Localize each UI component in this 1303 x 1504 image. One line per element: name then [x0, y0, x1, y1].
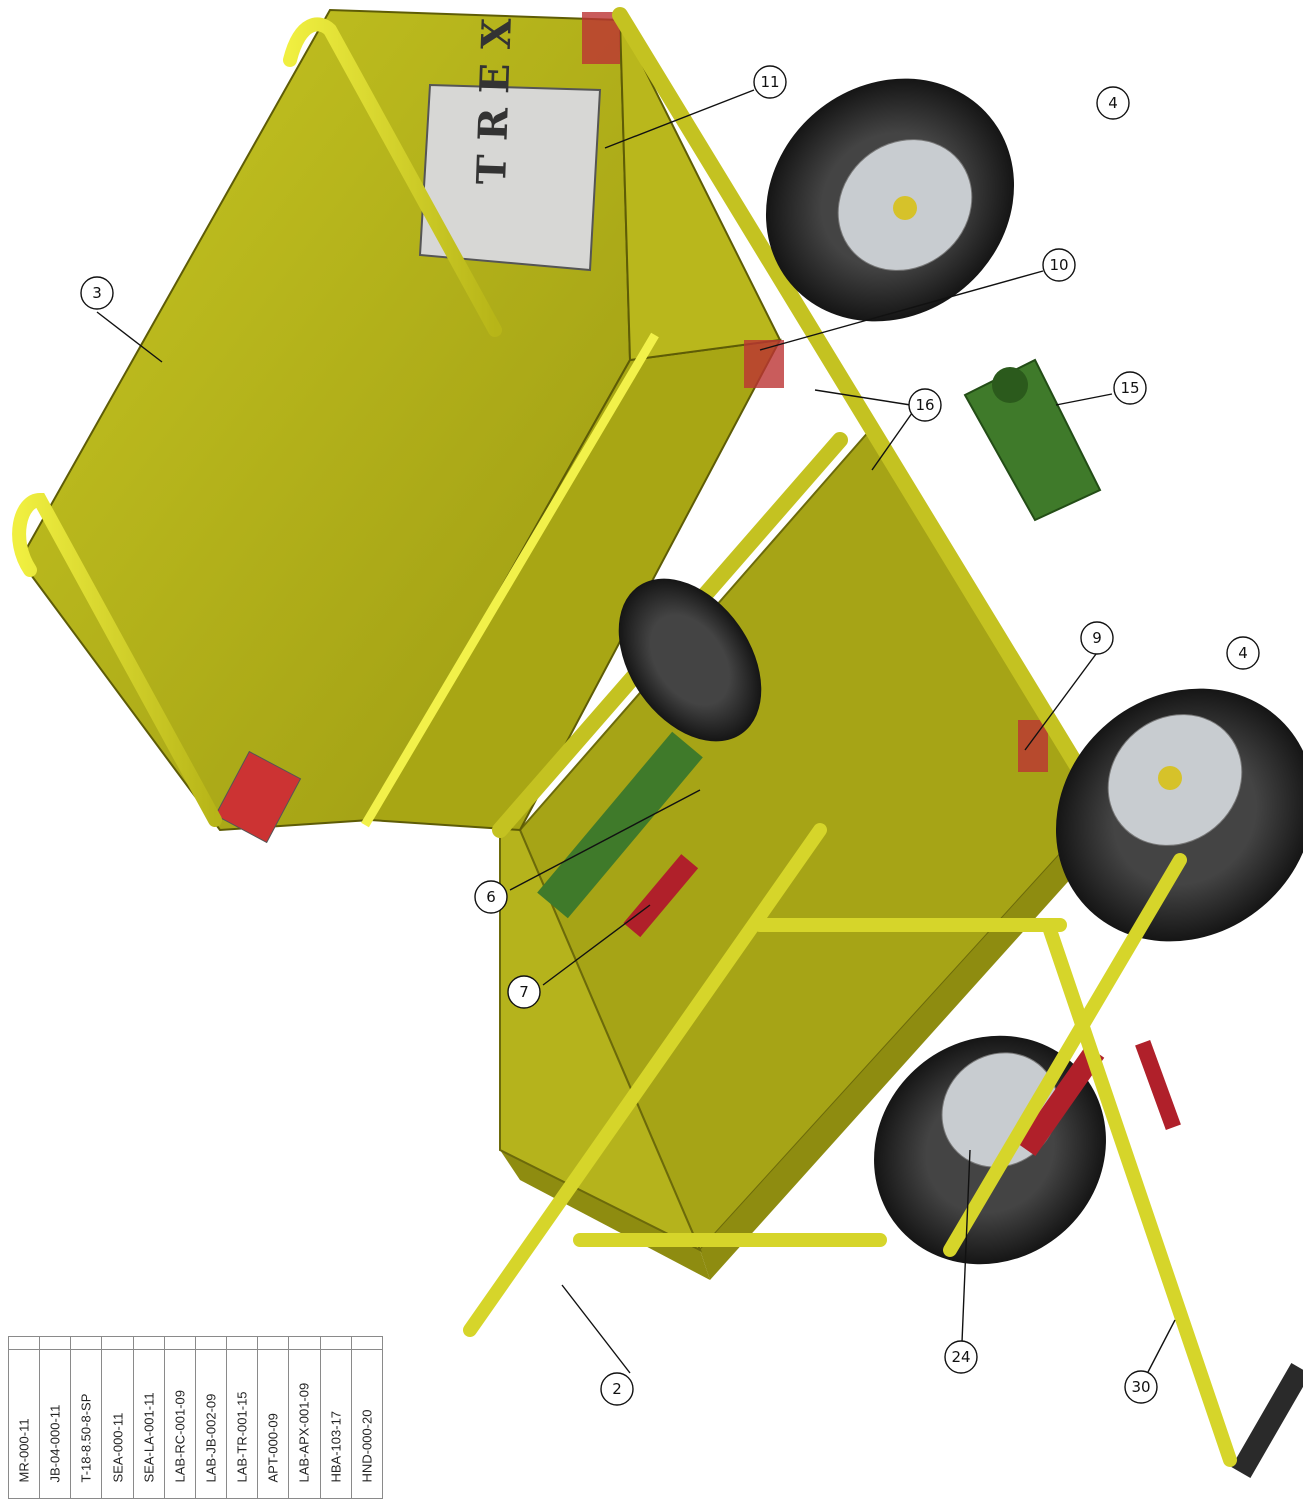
- svg-text:T R E X: T R E X: [468, 17, 521, 185]
- callout-label: 3: [92, 284, 102, 302]
- callout-bubble: 11: [753, 65, 787, 99]
- callout-bubble: 10: [1042, 248, 1076, 282]
- part-number: T-18-8.50-8-SP: [78, 1393, 94, 1483]
- part-number: HND-000-20: [359, 1409, 375, 1483]
- wheel-right-bottom: [1055, 688, 1303, 942]
- callout-label: 16: [915, 396, 934, 414]
- callout-bubble: 30: [1124, 1370, 1158, 1404]
- part-number-table: MR-000-11 JB-04-000-11 T-18-8.50-8-SP SE…: [7, 1336, 384, 1499]
- part-cell: T-18-8.50-8-SP: [70, 1349, 103, 1499]
- callout-label: 9: [1092, 629, 1102, 647]
- callout-label: 4: [1238, 644, 1248, 662]
- callout-label: 30: [1131, 1378, 1150, 1396]
- hitch-bracket: [963, 358, 1102, 522]
- part-cell: LAB-TR-001-15: [226, 1349, 259, 1499]
- part-cell: MR-000-11: [7, 1349, 41, 1499]
- part-number: SEA-LA-001-11: [141, 1392, 157, 1483]
- part-cell: APT-000-09: [257, 1349, 290, 1499]
- callout-label: 11: [760, 73, 779, 91]
- callout-bubble: 6: [474, 880, 508, 914]
- part-number: LAB-APX-001-09: [296, 1382, 312, 1483]
- callout-bubble: 16: [908, 388, 942, 422]
- warning-decal: [1018, 720, 1048, 772]
- callout-label: 10: [1049, 256, 1068, 274]
- callout-label: 24: [951, 1348, 970, 1366]
- toolbox: T R E X: [18, 8, 1048, 844]
- callout-label: 7: [519, 983, 529, 1001]
- front-frame: [463, 823, 1237, 1467]
- part-number: MR-000-11: [16, 1418, 32, 1483]
- part-cell: LAB-RC-001-09: [163, 1349, 196, 1499]
- part-number: HBA-103-17: [328, 1410, 344, 1483]
- part-number: LAB-TR-001-15: [234, 1391, 250, 1483]
- callout-bubble: 7: [507, 975, 541, 1009]
- part-cell: SEA-LA-001-11: [132, 1349, 165, 1499]
- callout-bubble: 15: [1113, 371, 1147, 405]
- wheel-left-top: [618, 578, 762, 742]
- part-cell: LAB-JB-002-09: [194, 1349, 228, 1499]
- part-cell: LAB-APX-001-09: [288, 1349, 321, 1499]
- flag-decal: [214, 750, 302, 844]
- callout-bubble: 4: [1096, 86, 1130, 120]
- callout-bubble: 3: [80, 276, 114, 310]
- callout-bubble: 4: [1226, 636, 1260, 670]
- part-number: SEA-000-11: [110, 1412, 126, 1483]
- callouts: 3 11 4 10 15 16 9 4 6 7 24 2 30: [80, 65, 1260, 1406]
- leader-lines: [96, 89, 1176, 1374]
- callout-label: 6: [486, 888, 496, 906]
- table-row: [7, 1336, 384, 1350]
- table-row: MR-000-11 JB-04-000-11 T-18-8.50-8-SP SE…: [7, 1349, 384, 1499]
- wheel-right-top: [765, 78, 1015, 322]
- part-cell: HND-000-20: [350, 1349, 384, 1499]
- part-number: APT-000-09: [265, 1413, 281, 1483]
- callout-bubble: 24: [944, 1340, 978, 1374]
- lift-mechanism: [537, 731, 1303, 1478]
- part-cell: SEA-000-11: [101, 1349, 134, 1499]
- callout-label: 15: [1120, 379, 1139, 397]
- part-cell: JB-04-000-11: [39, 1349, 72, 1499]
- part-cell: HBA-103-17: [319, 1349, 352, 1499]
- part-number: LAB-RC-001-09: [172, 1390, 188, 1483]
- warning-decal: [744, 340, 784, 388]
- toolbox-handles: [12, 17, 502, 827]
- part-number: JB-04-000-11: [47, 1404, 63, 1483]
- callout-bubble: 2: [600, 1372, 634, 1406]
- callout-bubble: 9: [1080, 621, 1114, 655]
- warning-decal: [582, 12, 620, 64]
- part-number: LAB-JB-002-09: [203, 1393, 219, 1483]
- callout-label: 2: [612, 1380, 622, 1398]
- callout-label: 4: [1108, 94, 1118, 112]
